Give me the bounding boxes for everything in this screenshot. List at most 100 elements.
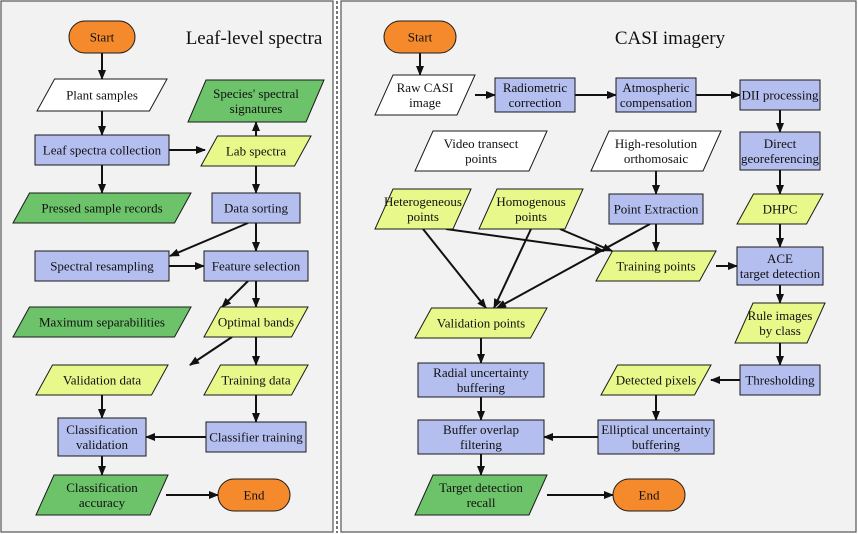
direct-georeferencing-box-label: Direct (764, 136, 797, 151)
radiometric-correction-box-shape (494, 77, 576, 113)
leaf-spectra-collection-box-label: Leaf spectra collection (43, 143, 162, 158)
radial-uncertainty-buffering-box-shape (417, 362, 545, 398)
homogenous-points-data-shape (478, 188, 584, 230)
optimal-bands-data-label: Optimal bands (218, 315, 294, 330)
video-transect-points-input-label: Video transect (444, 136, 519, 151)
pressed-sample-records-data-label: Pressed sample records (41, 201, 162, 216)
radial-uncertainty-buffering-box-label: Radial uncertainty (433, 365, 529, 380)
radial-uncertainty-buffering-box-label: buffering (457, 380, 506, 395)
raw-casi-image-input-label: Raw CASI (397, 80, 454, 95)
classification-accuracy-data-label: accuracy (79, 495, 126, 510)
high-resolution-orthomosaic-input-label: orthomosaic (624, 151, 688, 166)
maximum-separabilities-data-label: Maximum separabilities (39, 315, 165, 330)
validation-points-data-label: Validation points (437, 316, 525, 331)
data-sorting-box-label: Data sorting (224, 201, 288, 216)
plant-samples-input: Plant samples (36, 78, 168, 112)
pressed-sample-records-data-shape (12, 192, 192, 224)
high-resolution-orthomosaic-input-label: High-resolution (615, 136, 698, 151)
detected-pixels-data: Detected pixels (600, 364, 712, 396)
thresholding-box: Thresholding (739, 364, 821, 396)
connector-arrow (496, 223, 651, 309)
dhpc-data-label: DHPC (763, 202, 798, 217)
lab-spectra-data-shape (200, 135, 312, 167)
right-start-terminal-shape (383, 20, 457, 54)
feature-selection-box: Feature selection (203, 250, 309, 282)
dhpc-data-shape (736, 193, 824, 225)
right-end-terminal: End (612, 478, 686, 512)
raw-casi-image-input-shape (374, 74, 476, 116)
raw-casi-image-input-label: image (409, 95, 441, 110)
leaf-spectra-collection-box-shape (34, 134, 170, 166)
feature-selection-box-shape (203, 250, 309, 282)
validation-points-data-shape (414, 307, 548, 339)
training-data-data-label: Training data (221, 373, 290, 388)
validation-data-data-shape (35, 364, 169, 396)
left-panel-title: Leaf-level spectra (186, 28, 323, 49)
dhpc-data: DHPC (736, 193, 824, 225)
right-end-terminal-label: End (639, 488, 660, 503)
dii-processing-box-label: DII processing (742, 88, 819, 103)
training-data-data: Training data (203, 364, 309, 396)
connector-arrow (189, 336, 233, 366)
lab-spectra-data-label: Lab spectra (226, 144, 287, 159)
thresholding-box-label: Thresholding (745, 373, 815, 388)
detected-pixels-data-shape (600, 364, 712, 396)
high-resolution-orthomosaic-input-shape (590, 130, 722, 172)
species-signatures-data-label: Species' spectral (213, 86, 299, 101)
classification-validation-box-shape (57, 417, 147, 457)
buffer-overlap-filtering-box-shape (417, 419, 545, 455)
validation-data-data-label: Validation data (63, 373, 142, 388)
rule-images-by-class-data-label: Rule images (748, 308, 813, 323)
connector-arrow (559, 228, 613, 252)
left-start-terminal-label: Start (90, 30, 115, 45)
left-start-terminal-shape (68, 20, 136, 54)
connector-arrow (493, 228, 532, 309)
classifier-training-box-shape (205, 421, 307, 453)
data-sorting-box: Data sorting (211, 192, 301, 224)
rule-images-by-class-data-label: by class (759, 323, 801, 338)
left-end-terminal-label: End (244, 488, 265, 503)
direct-georeferencing-box-shape (739, 131, 821, 171)
training-points-data: Training points (595, 250, 717, 282)
classifier-training-box: Classifier training (205, 421, 307, 453)
detected-pixels-data-label: Detected pixels (616, 373, 697, 388)
target-detection-recall-data-label: recall (467, 495, 496, 510)
training-points-data-shape (595, 250, 717, 282)
spectral-resampling-box-shape (34, 250, 170, 282)
atmospheric-compensation-box-shape (615, 77, 697, 113)
optimal-bands-data-shape (203, 306, 309, 338)
connector-arrow (422, 228, 487, 309)
left-end-terminal: End (217, 478, 291, 512)
point-extraction-box-shape (608, 193, 704, 225)
heterogeneous-points-data-shape (374, 188, 472, 230)
ace-target-detection-box-shape (736, 246, 824, 286)
buffer-overlap-filtering-box-label: Buffer overlap (443, 422, 519, 437)
elliptical-uncertainty-buffering-box-label: buffering (632, 437, 681, 452)
point-extraction-box-label: Point Extraction (614, 202, 699, 217)
thresholding-box-shape (739, 364, 821, 396)
leaf-spectra-collection-box: Leaf spectra collection (34, 134, 170, 166)
right-panel-title: CASI imagery (615, 28, 726, 49)
feature-selection-box-label: Feature selection (212, 259, 301, 274)
optimal-bands-data: Optimal bands (203, 306, 309, 338)
buffer-overlap-filtering-box-label: filtering (460, 437, 502, 452)
classification-accuracy-data-label: Classification (66, 480, 138, 495)
classification-validation-box-label: validation (76, 437, 128, 452)
plant-samples-input-label: Plant samples (66, 88, 138, 103)
classifier-training-box-label: Classifier training (209, 430, 303, 445)
atmospheric-compensation-box-label: Atmospheric (622, 80, 689, 95)
homogenous-points-data-label: points (515, 209, 547, 224)
connector-arrow (221, 280, 249, 308)
